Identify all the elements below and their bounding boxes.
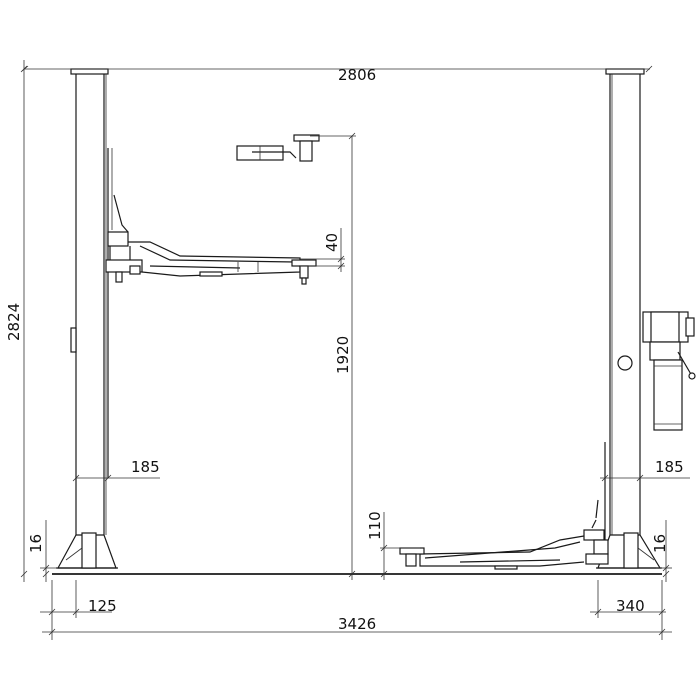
dim-pad-thickness: 40 xyxy=(323,233,341,252)
right-column-cap xyxy=(605,68,645,75)
dim-base-right: 16 xyxy=(651,534,669,553)
right-arm-pad xyxy=(399,547,425,555)
dim-min-height: 110 xyxy=(366,511,384,540)
dim-right-offset: 340 xyxy=(616,597,645,615)
dim-arm-height: 1920 xyxy=(334,336,352,374)
dimension-lines xyxy=(20,60,690,640)
right-column-hole xyxy=(617,355,633,371)
left-lift-arm xyxy=(105,194,317,285)
dim-base-left: 16 xyxy=(27,534,45,553)
left-column xyxy=(56,68,118,569)
pad-detail xyxy=(236,134,320,162)
dim-right-column-depth: 185 xyxy=(655,458,684,476)
left-column-handle xyxy=(70,327,77,353)
dim-left-column-depth: 185 xyxy=(131,458,160,476)
dim-left-offset: 125 xyxy=(88,597,117,615)
dim-total-height: 2824 xyxy=(5,303,23,341)
hydraulic-power-unit xyxy=(642,311,696,431)
dim-total-width: 3426 xyxy=(338,615,376,633)
right-lift-arm xyxy=(399,499,609,570)
dim-top-width: 2806 xyxy=(338,66,376,84)
left-column-cap xyxy=(70,68,109,75)
left-arm-pad xyxy=(291,259,317,267)
